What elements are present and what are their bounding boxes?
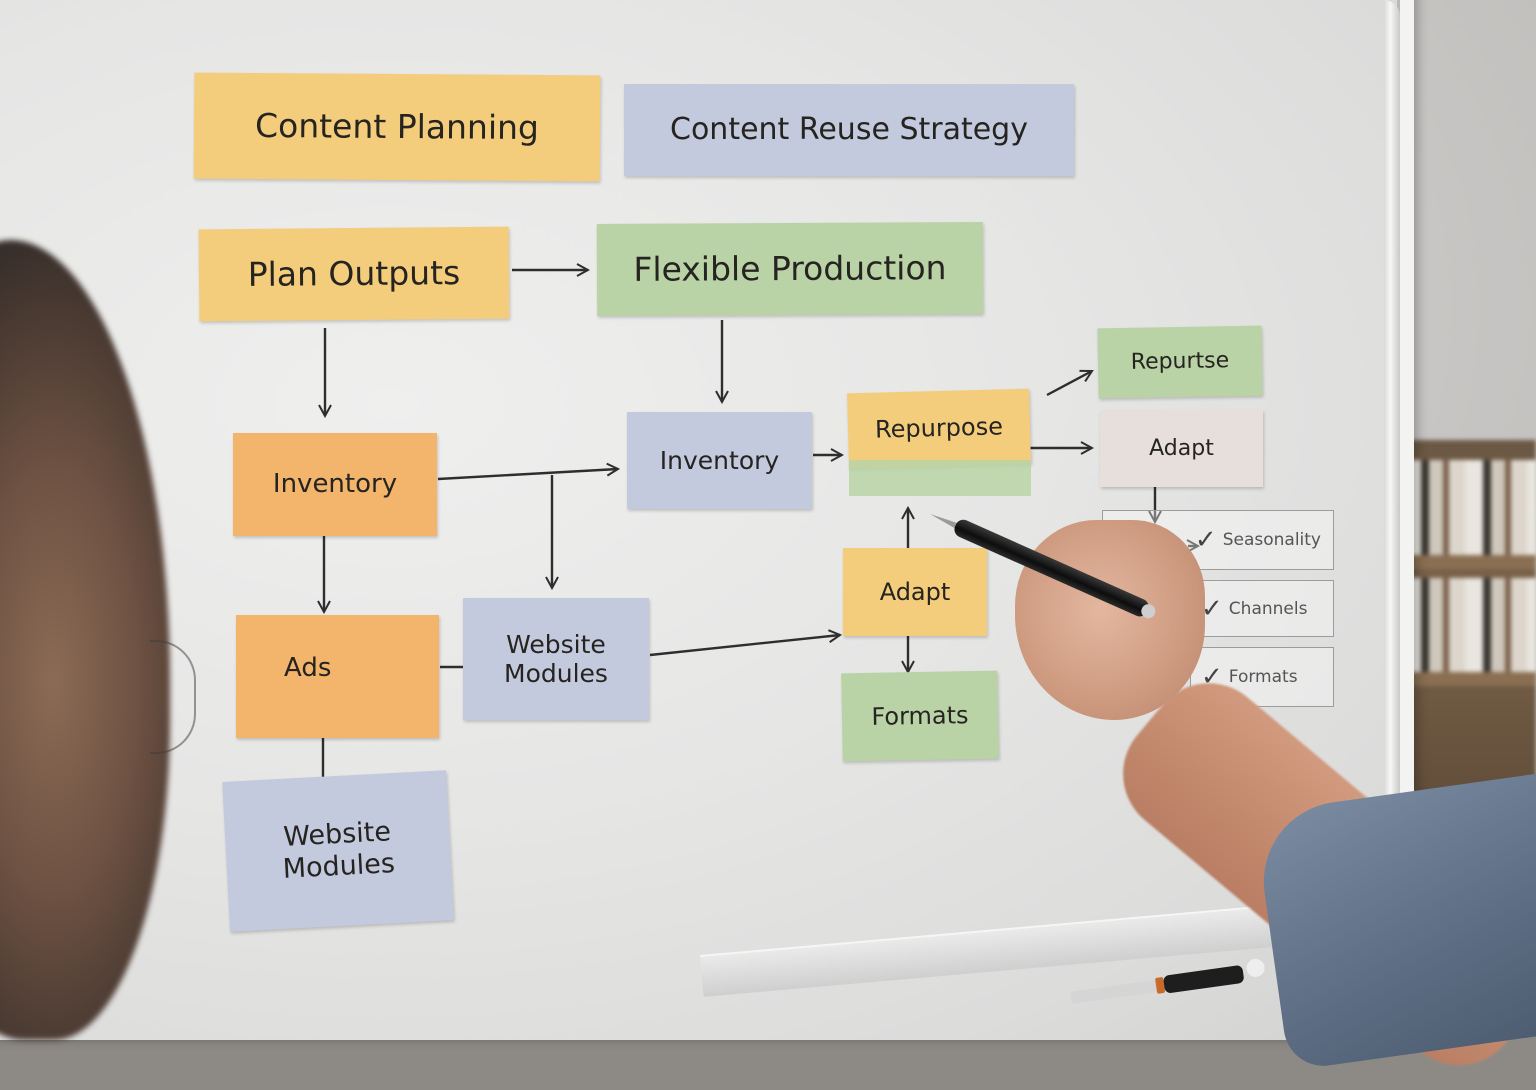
formats-label: Formats: [871, 700, 969, 731]
content-reuse-strategy-header: Content Reuse Strategy: [624, 84, 1074, 176]
adapt-right-label: Adapt: [1149, 435, 1214, 461]
inventory-center-label: Inventory: [659, 445, 780, 475]
shelf: [1395, 672, 1536, 686]
repurtse-label: Repurtse: [1130, 348, 1230, 375]
repurpose-label: Repurpose: [874, 412, 1004, 445]
repurpose-underlay: [849, 460, 1031, 496]
inventory-left-node: Inventory: [233, 433, 437, 536]
inventory-left-label: Inventory: [272, 469, 398, 500]
checklist-item-channels: ✓ Channels: [1190, 580, 1334, 637]
presenter-hand: [1015, 520, 1205, 720]
ads-node: Ads: [236, 615, 439, 738]
plan-outputs-label: Plan Outputs: [247, 252, 461, 294]
repurtse-node: Repurtse: [1097, 325, 1263, 399]
checklist-label: Formats: [1228, 667, 1298, 687]
content-planning-header: Content Planning: [193, 72, 601, 182]
formats-node: Formats: [841, 670, 999, 762]
website-modules-bottom-label: Website Modules: [281, 816, 396, 885]
checkmark-icon: ✓: [1201, 593, 1223, 624]
repurpose-node: Repurpose: [847, 388, 1031, 469]
adapt-right-node: Adapt: [1100, 410, 1263, 487]
whiteboard-frame: [1384, 0, 1400, 990]
checklist-label: Seasonality: [1222, 530, 1321, 550]
checklist-label: Channels: [1228, 598, 1308, 619]
plan-outputs-node: Plan Outputs: [198, 226, 510, 322]
content-planning-label: Content Planning: [254, 105, 540, 147]
flexible-production-label: Flexible Production: [633, 247, 947, 289]
website-modules-bottom-node: Website Modules: [222, 770, 454, 932]
adapt-center-label: Adapt: [879, 577, 951, 606]
inventory-center-node: Inventory: [627, 412, 812, 509]
books-row: [1403, 578, 1536, 673]
ads-label: Ads: [284, 653, 332, 683]
books-row: [1403, 460, 1536, 555]
website-modules-center-label: Website Modules: [504, 629, 608, 689]
shelf: [1395, 555, 1536, 569]
checkmark-icon: ✓: [1194, 525, 1217, 555]
bookshelf: [1395, 440, 1536, 840]
flexible-production-node: Flexible Production: [596, 221, 984, 317]
website-modules-center-node: Website Modules: [463, 598, 649, 720]
content-reuse-strategy-label: Content Reuse Strategy: [670, 112, 1028, 148]
adapt-center-node: Adapt: [843, 548, 987, 636]
